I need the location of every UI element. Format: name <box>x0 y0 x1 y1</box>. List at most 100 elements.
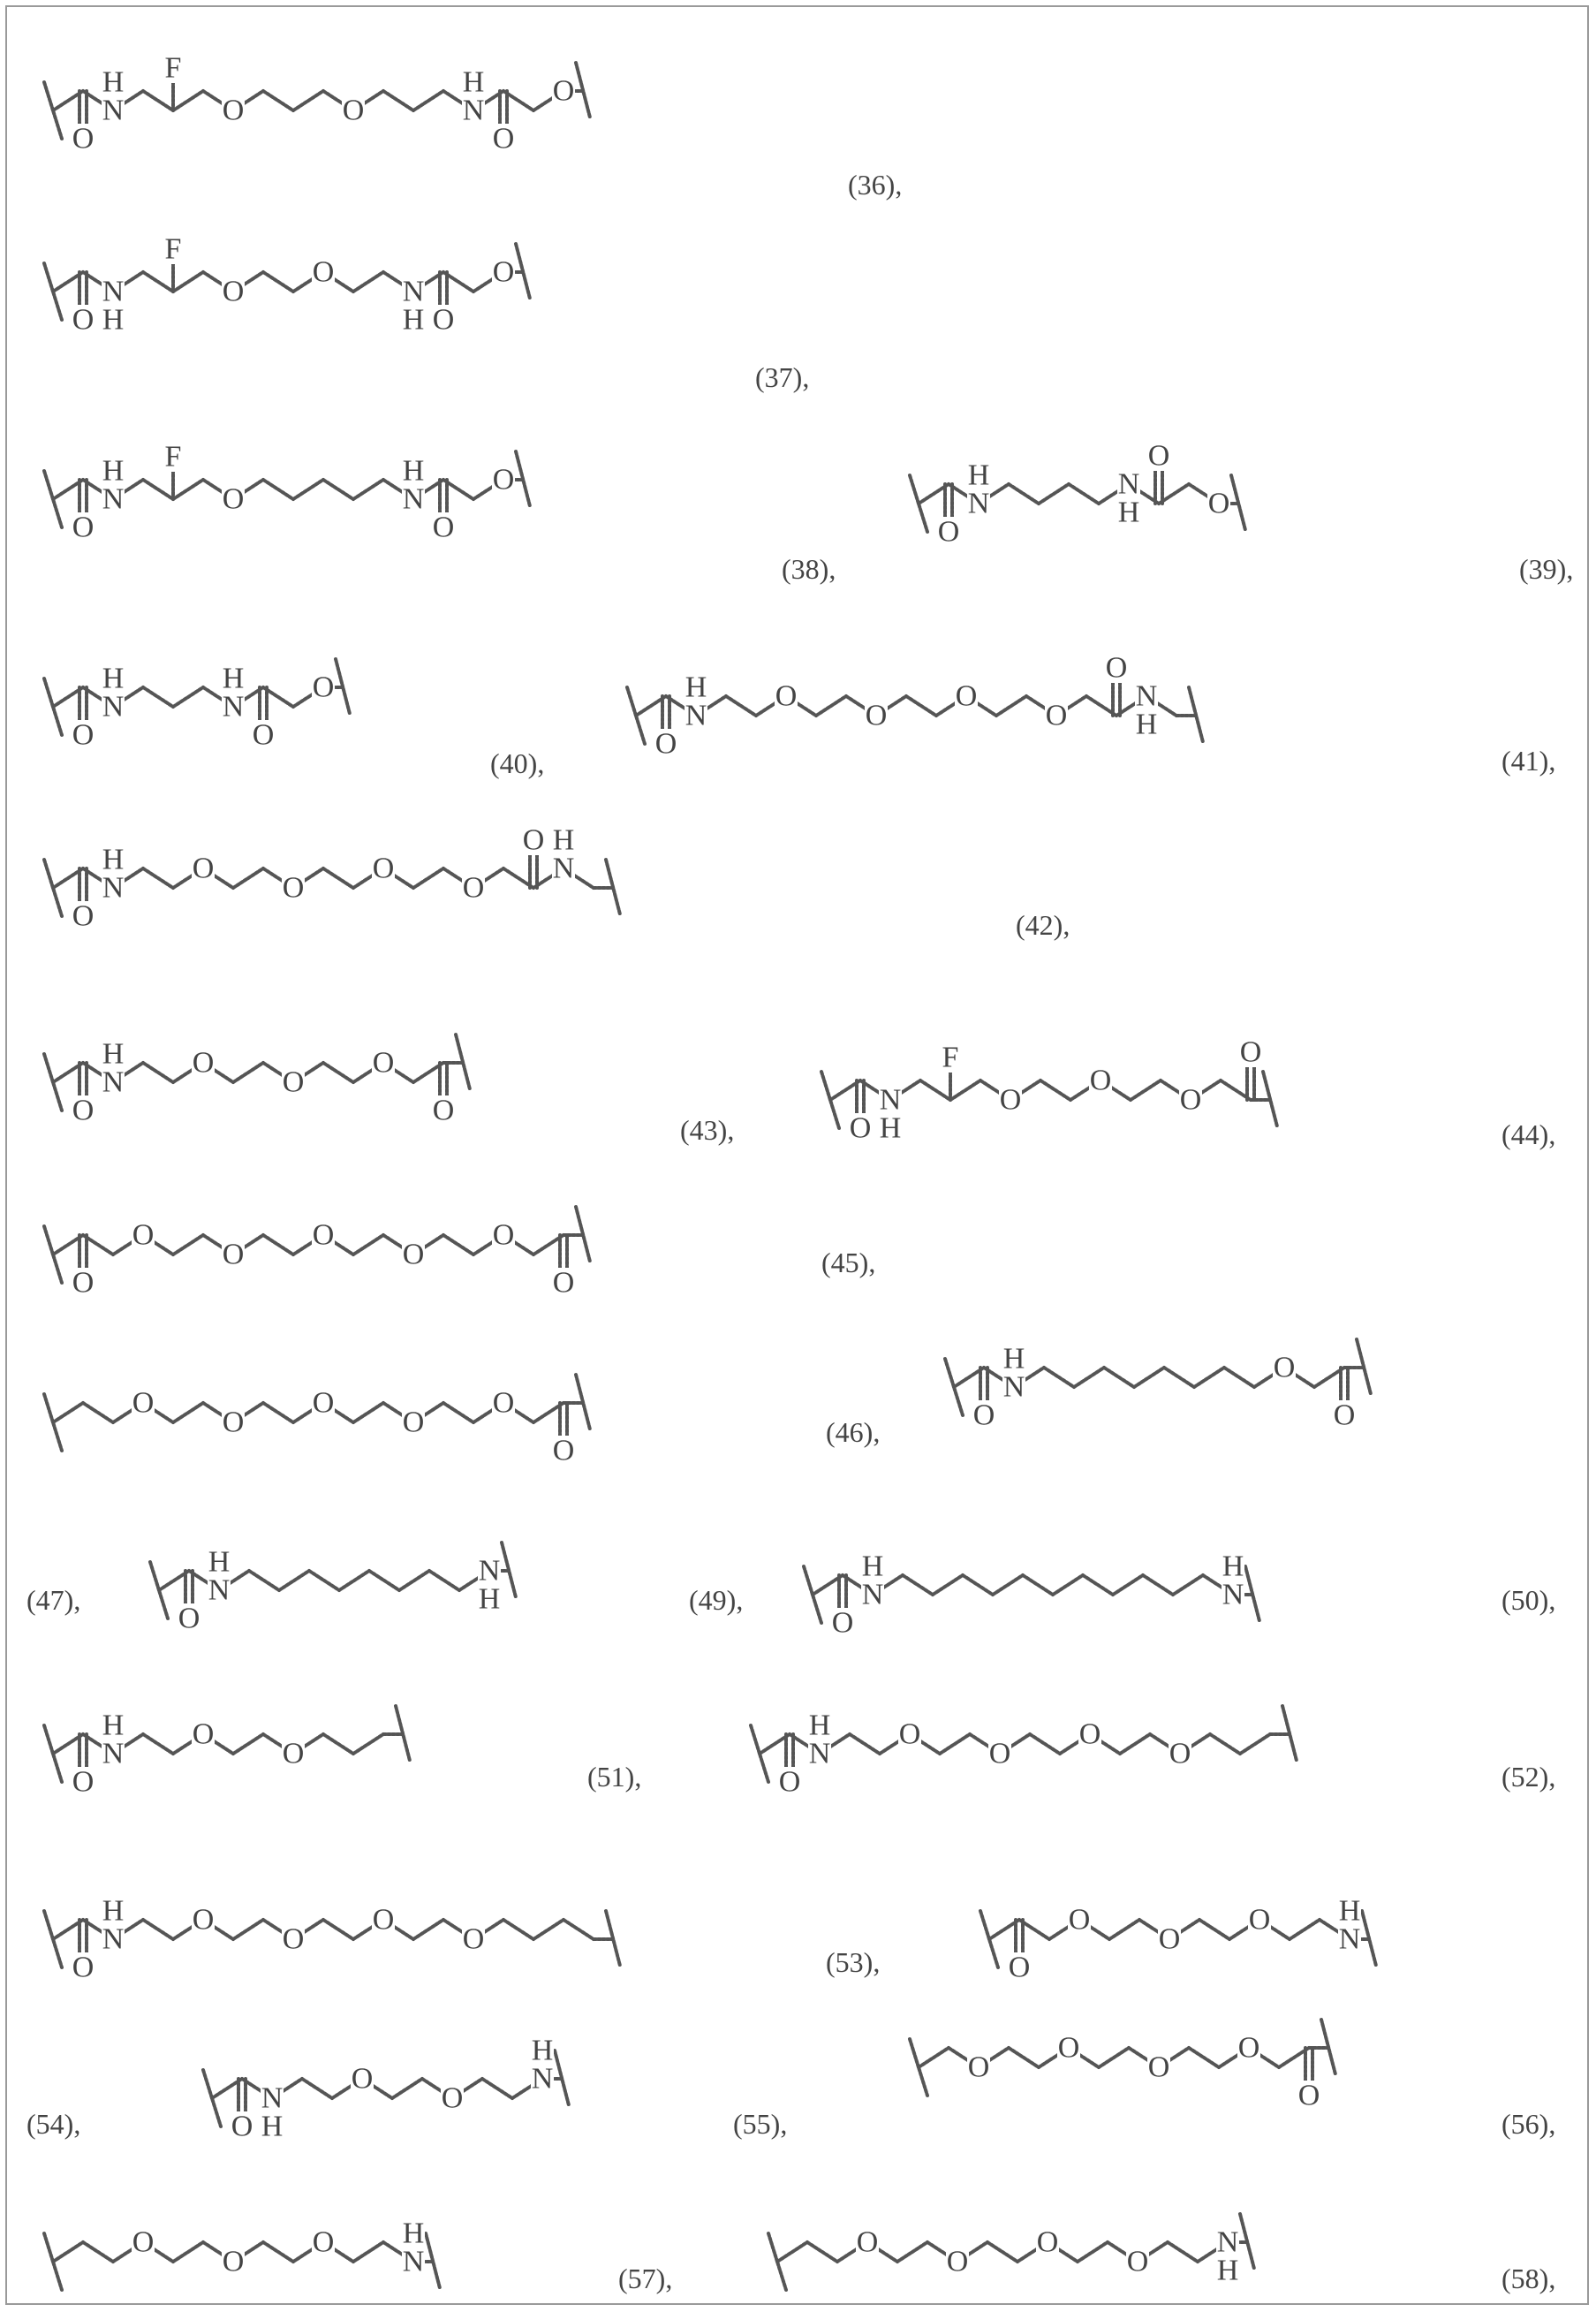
hydrogen-atom: H <box>102 1709 125 1742</box>
nitrogen-atom: N <box>102 1738 125 1770</box>
ether-oxygen: O <box>775 680 798 713</box>
structure-53b: OOOONH <box>980 1895 1376 1984</box>
bond <box>413 91 443 110</box>
hydrogen-atom: H <box>223 663 245 695</box>
ether-oxygen: O <box>283 1066 305 1099</box>
nitrogen-atom: N <box>102 483 125 516</box>
hydrogen-atom: H <box>208 1546 231 1579</box>
bond <box>963 1575 993 1595</box>
bond <box>353 272 383 292</box>
ether-oxygen: O <box>1148 2051 1170 2084</box>
compound-label: (41), <box>1501 745 1555 777</box>
carbonyl-oxygen: O <box>72 1267 95 1300</box>
bond <box>293 480 323 499</box>
ether-oxygen: O <box>283 1738 305 1770</box>
ether-oxygen: O <box>132 1219 155 1252</box>
ether-oxygen: O <box>989 1738 1011 1770</box>
ether-oxygen: O <box>956 680 978 713</box>
compound-label: (46), <box>826 1416 880 1448</box>
ether-oxygen: O <box>1159 1923 1181 1956</box>
bond <box>1290 1920 1320 1939</box>
nitrogen-atom: N <box>102 1923 125 1956</box>
fluorine-atom: F <box>942 1042 959 1074</box>
compound-label: (36), <box>848 169 902 201</box>
structure-47: ONHNH <box>150 1543 516 1635</box>
bond <box>323 868 353 888</box>
fluorine-atom: F <box>165 233 182 266</box>
structure-53a: ONHOOOO <box>44 1895 620 1984</box>
ether-oxygen: O <box>223 2246 245 2278</box>
fluorine-atom: F <box>165 52 182 85</box>
compound-label: (43), <box>680 1114 734 1146</box>
ether-oxygen: O <box>193 1047 215 1080</box>
bond <box>173 91 203 110</box>
hydrogen-atom: H <box>102 1038 125 1071</box>
bond <box>353 1734 383 1754</box>
bond <box>83 1403 113 1422</box>
bond <box>1083 1575 1113 1595</box>
carbonyl-oxygen: O <box>253 719 275 752</box>
structure-36: ONHFOONHOO <box>44 52 590 155</box>
carbonyl-oxygen: O <box>655 728 677 761</box>
bond <box>482 2079 512 2098</box>
ether-oxygen: O <box>313 256 335 289</box>
bond <box>143 1063 173 1082</box>
ether-oxygen: O <box>223 1406 245 1439</box>
ether-oxygen: O <box>1079 1718 1101 1751</box>
bond <box>1164 1368 1194 1387</box>
nitrogen-atom: N <box>553 853 575 885</box>
structure-52: ONHOOOO <box>751 1706 1297 1799</box>
bond <box>353 1403 383 1422</box>
structure-40: ONHNHOO <box>44 659 350 752</box>
bond <box>143 1734 173 1754</box>
bond <box>1104 1368 1134 1387</box>
nitrogen-atom: N <box>102 95 125 127</box>
hydrogen-atom: H <box>1003 1343 1025 1376</box>
ether-oxygen: O <box>313 2226 335 2259</box>
bond <box>1069 484 1099 504</box>
bond <box>53 1403 83 1422</box>
carbonyl-oxygen: O <box>1106 652 1128 685</box>
ether-oxygen: O <box>493 256 515 289</box>
structure-50: ONHNH <box>804 1550 1259 1640</box>
bond <box>1120 1734 1150 1754</box>
carbonyl-oxygen: O <box>850 1112 872 1145</box>
bond <box>233 1063 263 1082</box>
hydrogen-atom: H <box>403 455 425 488</box>
carbonyl-oxygen: O <box>938 516 960 549</box>
bond <box>1168 2242 1198 2262</box>
carbonyl-oxygen: O <box>72 123 95 155</box>
bond <box>897 2242 927 2262</box>
bond <box>413 1920 443 1939</box>
ether-oxygen: O <box>553 75 575 108</box>
bond <box>263 1403 293 1422</box>
ether-oxygen: O <box>223 95 245 127</box>
carbonyl-oxygen: O <box>433 512 455 544</box>
bond <box>173 2242 203 2262</box>
ether-oxygen: O <box>193 853 215 885</box>
bond <box>263 480 293 499</box>
structure-37: ONHFOONHOO <box>44 233 530 337</box>
hydrogen-atom: H <box>1222 1550 1244 1583</box>
compound-label: (49), <box>689 1584 743 1616</box>
bond <box>302 2079 332 2098</box>
ether-oxygen: O <box>373 853 395 885</box>
bond <box>143 687 173 707</box>
ether-oxygen: O <box>1238 2032 1260 2065</box>
compound-label: (53), <box>826 1946 880 1978</box>
bond <box>339 1571 369 1590</box>
nitrogen-atom: N <box>102 1066 125 1099</box>
ether-oxygen: O <box>947 2246 969 2278</box>
nitrogen-atom: N <box>403 2246 425 2278</box>
hydrogen-atom: H <box>102 66 125 99</box>
structure-41: ONHOOOOONH <box>627 652 1203 761</box>
structure-39: ONHNHOO <box>910 440 1245 549</box>
bond <box>1189 2048 1219 2067</box>
bond <box>807 2242 837 2262</box>
bond <box>173 480 203 499</box>
bond <box>920 1080 950 1100</box>
bond <box>323 1063 353 1082</box>
bond <box>940 1734 970 1754</box>
fluorine-atom: F <box>165 441 182 474</box>
carbonyl-oxygen: O <box>779 1766 801 1799</box>
